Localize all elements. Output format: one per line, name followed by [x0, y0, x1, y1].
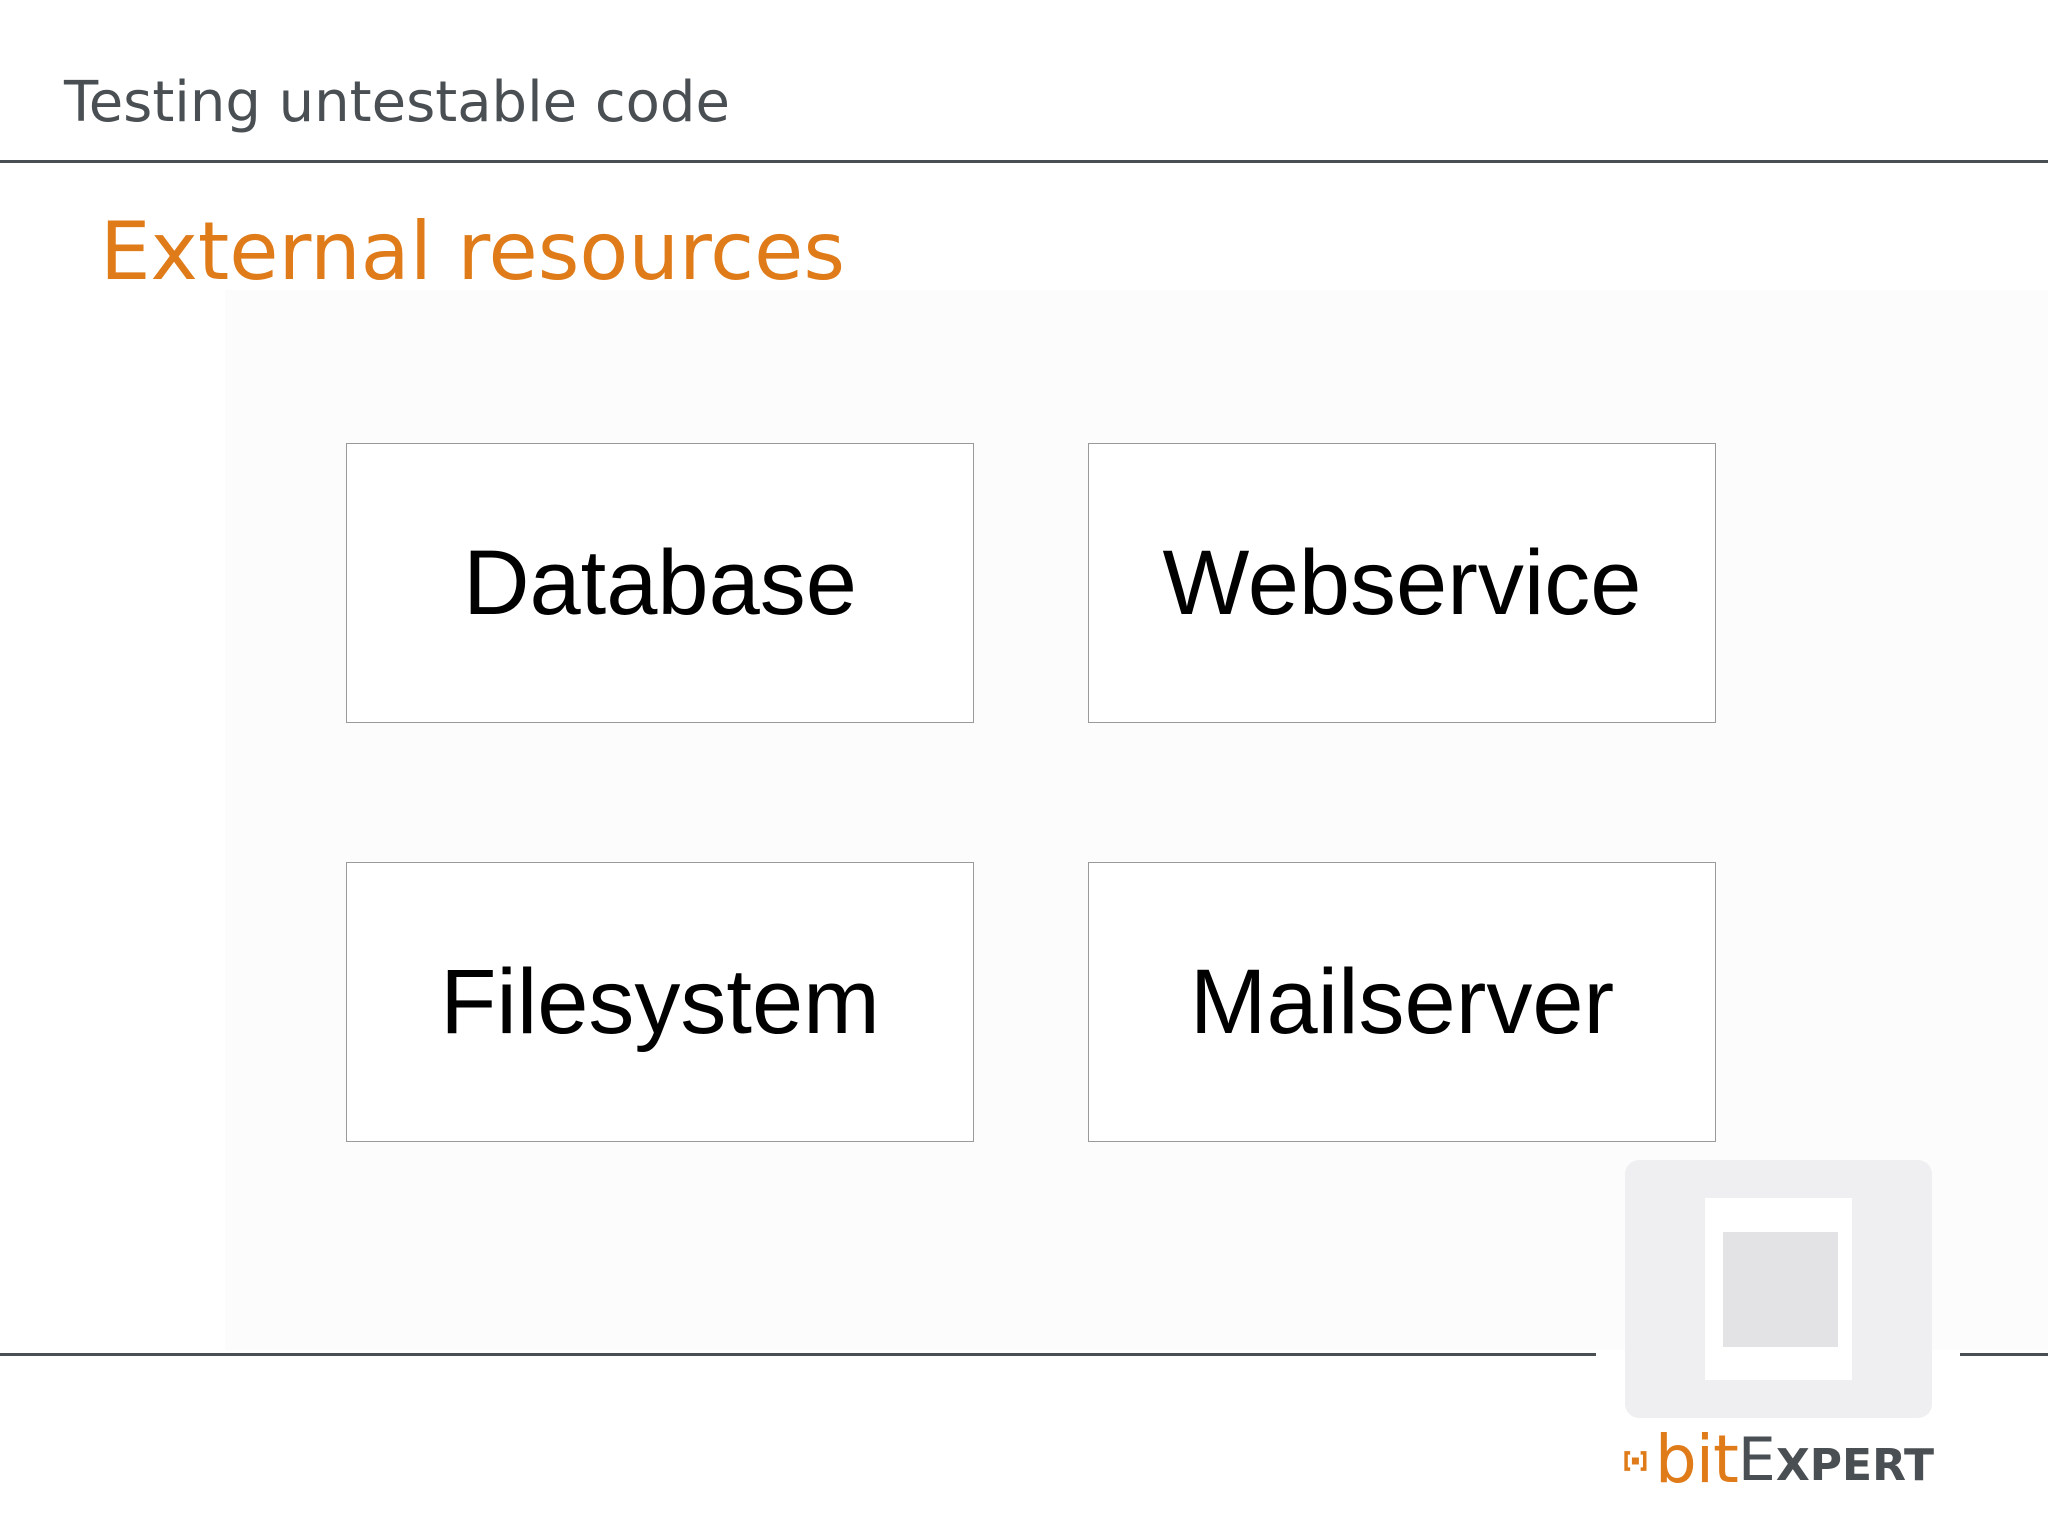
resource-label-filesystem: Filesystem — [440, 950, 880, 1053]
resource-label-webservice: Webservice — [1162, 531, 1642, 634]
brand-expert-initial: E — [1737, 1425, 1776, 1495]
presentation-title: Testing untestable code — [64, 70, 730, 135]
slide-heading: External resources — [100, 205, 846, 298]
brand-bit-text: bit — [1654, 1421, 1739, 1498]
resource-box-mailserver: Mailserver — [1088, 862, 1716, 1142]
footer-divider-right — [1960, 1353, 2048, 1356]
header-divider — [0, 160, 2048, 163]
footer-divider-left — [0, 1353, 1596, 1356]
resource-box-database: Database — [346, 443, 974, 723]
resource-label-mailserver: Mailserver — [1189, 950, 1615, 1053]
resource-label-database: Database — [463, 531, 857, 634]
resource-box-filesystem: Filesystem — [346, 862, 974, 1142]
bitexpert-wordmark: bit E XPERT — [1622, 1420, 1934, 1498]
bitexpert-bracket-logo-icon — [1625, 1160, 1932, 1418]
bitexpert-small-bracket-icon — [1624, 1451, 1647, 1471]
resource-box-webservice: Webservice — [1088, 443, 1716, 723]
brand-expert-rest: XPERT — [1775, 1440, 1934, 1491]
